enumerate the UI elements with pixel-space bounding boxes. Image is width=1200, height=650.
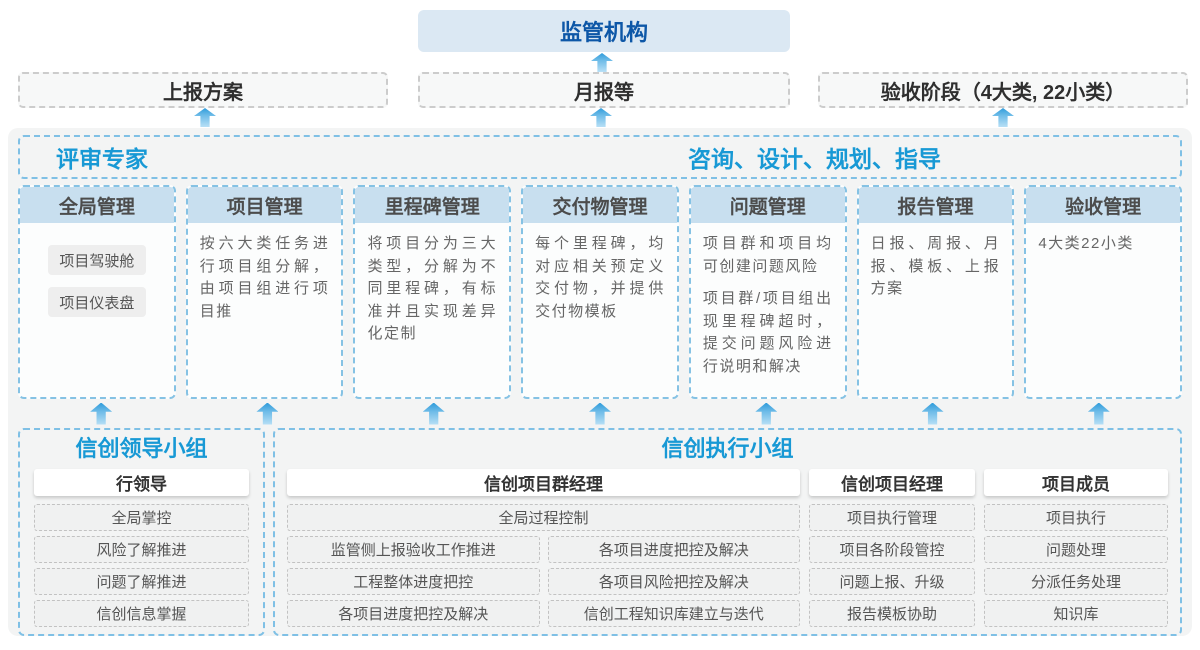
leadership-item: 信创信息掌握: [34, 600, 249, 627]
report-plan-label: 上报方案: [163, 81, 243, 104]
column-header: 交付物管理: [523, 187, 677, 223]
column-body: 按六大类任务进行项目组分解，由项目组进行项目推: [188, 223, 342, 343]
column-header: 验收管理: [1026, 187, 1181, 223]
monthly-report-label: 月报等: [574, 81, 634, 104]
monthly-report-box: 月报等: [418, 72, 790, 108]
column-header: 全局管理: [20, 187, 174, 223]
experts-strip: 评审专家 咨询、设计、规划、指导: [18, 135, 1182, 179]
arrow-up-icon: [422, 402, 445, 425]
column-body: 项目驾驶舱 项目仪表盘: [20, 223, 174, 327]
leadership-item: 风险了解推进: [34, 536, 249, 563]
project-manager-role: 信创项目经理: [809, 469, 975, 496]
program-manager-items: 全局过程控制 监管侧上报验收工作推进 各项目进度把控及解决 工程整体进度把控 各…: [287, 504, 800, 632]
arrow-up-icon: [755, 402, 778, 425]
column-body: 4大类22小类: [1026, 223, 1180, 276]
program-manager-role: 信创项目群经理: [287, 469, 800, 496]
arrow-up-icon: [591, 53, 613, 72]
project-manager-column: 信创项目经理 项目执行管理 项目各阶段管控 问题上报、升级 报告模板协助: [809, 469, 975, 632]
bank-leaders-role: 行领导: [34, 469, 249, 496]
column-text: 日报、周报、月报、模板、上报方案: [870, 235, 1001, 297]
arrow-up-icon: [588, 402, 611, 425]
arrow-up-icon: [194, 108, 216, 127]
leadership-item: 全局掌控: [34, 504, 249, 531]
leadership-item: 问题了解推进: [34, 568, 249, 595]
management-columns: 全局管理 项目驾驶舱 项目仪表盘 项目管理 按六大类任务进行项目组分解，由项目组…: [18, 185, 1183, 399]
execution-columns: 信创项目群经理 全局过程控制 监管侧上报验收工作推进 各项目进度把控及解决 工程…: [287, 469, 1168, 632]
member-item: 问题处理: [984, 536, 1168, 563]
arrow-up-icon: [256, 402, 279, 425]
pgm-item: 各项目进度把控及解决: [547, 536, 800, 563]
column-milestone-management: 里程碑管理 将项目分为三大类型，分解为不同里程碑，有标准并且实现差异化定制: [353, 185, 512, 399]
column-acceptance-management: 验收管理 4大类22小类: [1024, 185, 1183, 399]
column-body: 日报、周报、月报、模板、上报方案: [859, 223, 1013, 321]
column-text: 项目群和项目均可创建问题风险: [702, 235, 833, 275]
pgm-item: 信创工程知识库建立与迭代: [547, 600, 800, 627]
acceptance-phase-box: 验收阶段（4大类, 22小类）: [818, 72, 1188, 108]
pgm-item: 监管侧上报验收工作推进: [287, 536, 540, 563]
report-plan-box: 上报方案: [18, 72, 388, 108]
leadership-group-title: 信创领导小组: [75, 436, 208, 461]
program-manager-column: 信创项目群经理 全局过程控制 监管侧上报验收工作推进 各项目进度把控及解决 工程…: [287, 469, 800, 632]
execution-group-title: 信创执行小组: [661, 436, 794, 461]
chip-project-dashboard: 项目仪表盘: [48, 287, 146, 317]
arrow-up-icon: [90, 402, 113, 425]
leadership-group: 信创领导小组 行领导 全局掌控 风险了解推进 问题了解推进 信创信息掌握: [18, 428, 265, 636]
pm-item: 项目执行管理: [809, 504, 975, 531]
column-header: 问题管理: [690, 187, 845, 223]
regulator-box: 监管机构: [418, 10, 790, 52]
pgm-item: 工程整体进度把控: [287, 568, 540, 595]
arrows-row: [18, 400, 1182, 427]
column-text: 将项目分为三大类型，分解为不同里程碑，有标准并且实现差异化定制: [367, 235, 498, 342]
pm-item: 报告模板协助: [809, 600, 975, 627]
chip-project-cockpit: 项目驾驶舱: [48, 245, 146, 275]
column-text: 每个里程碑，均对应相关预定义交付物，并提供交付物模板: [535, 235, 665, 320]
member-item: 项目执行: [984, 504, 1168, 531]
project-member-role: 项目成员: [984, 469, 1168, 496]
column-report-management: 报告管理 日报、周报、月报、模板、上报方案: [856, 185, 1015, 399]
pm-item: 项目各阶段管控: [809, 536, 975, 563]
column-body: 每个里程碑，均对应相关预定义交付物，并提供交付物模板: [523, 223, 677, 343]
acceptance-phase-label: 验收阶段（4大类, 22小类）: [880, 81, 1126, 104]
execution-group: 信创执行小组 信创项目群经理 全局过程控制 监管侧上报验收工作推进 各项目进度把…: [273, 428, 1182, 636]
bottom-groups: 信创领导小组 行领导 全局掌控 风险了解推进 问题了解推进 信创信息掌握 信创执…: [18, 428, 1182, 636]
column-body: 将项目分为三大类型，分解为不同里程碑，有标准并且实现差异化定制: [355, 223, 509, 366]
arrow-up-icon: [992, 108, 1014, 127]
consulting-label: 咨询、设计、规划、指导: [688, 146, 941, 172]
column-text: 项目群/项目组出现里程碑超时，提交问题风险进行说明和解决: [702, 290, 833, 375]
column-global-management: 全局管理 项目驾驶舱 项目仪表盘: [18, 185, 176, 399]
column-issue-management: 问题管理 项目群和项目均可创建问题风险 项目群/项目组出现里程碑超时，提交问题风…: [688, 185, 847, 399]
project-member-column: 项目成员 项目执行 问题处理 分派任务处理 知识库: [984, 469, 1168, 632]
pgm-item: 各项目风险把控及解决: [547, 568, 800, 595]
column-text: 按六大类任务进行项目组分解，由项目组进行项目推: [199, 235, 330, 320]
arrow-up-icon: [590, 108, 612, 127]
column-header: 报告管理: [858, 187, 1013, 223]
regulator-label: 监管机构: [559, 20, 648, 45]
column-header: 项目管理: [187, 187, 342, 223]
column-project-management: 项目管理 按六大类任务进行项目组分解，由项目组进行项目推: [185, 185, 344, 399]
review-experts-label: 评审专家: [56, 146, 148, 172]
arrow-up-icon: [1087, 402, 1110, 425]
pgm-item: 各项目进度把控及解决: [287, 600, 540, 627]
arrow-up-icon: [921, 402, 944, 425]
member-item: 分派任务处理: [984, 568, 1168, 595]
pgm-item: 全局过程控制: [287, 504, 800, 531]
platform-container: 评审专家 咨询、设计、规划、指导 全局管理 项目驾驶舱 项目仪表盘 项目管理 按…: [8, 128, 1192, 636]
pm-item: 问题上报、升级: [809, 568, 975, 595]
column-text: 4大类22小类: [1038, 235, 1134, 252]
member-item: 知识库: [984, 600, 1168, 627]
column-body: 项目群和项目均可创建问题风险 项目群/项目组出现里程碑超时，提交问题风险进行说明…: [691, 223, 845, 397]
column-deliverable-management: 交付物管理 每个里程碑，均对应相关预定义交付物，并提供交付物模板: [521, 185, 679, 399]
column-header: 里程碑管理: [355, 187, 510, 223]
